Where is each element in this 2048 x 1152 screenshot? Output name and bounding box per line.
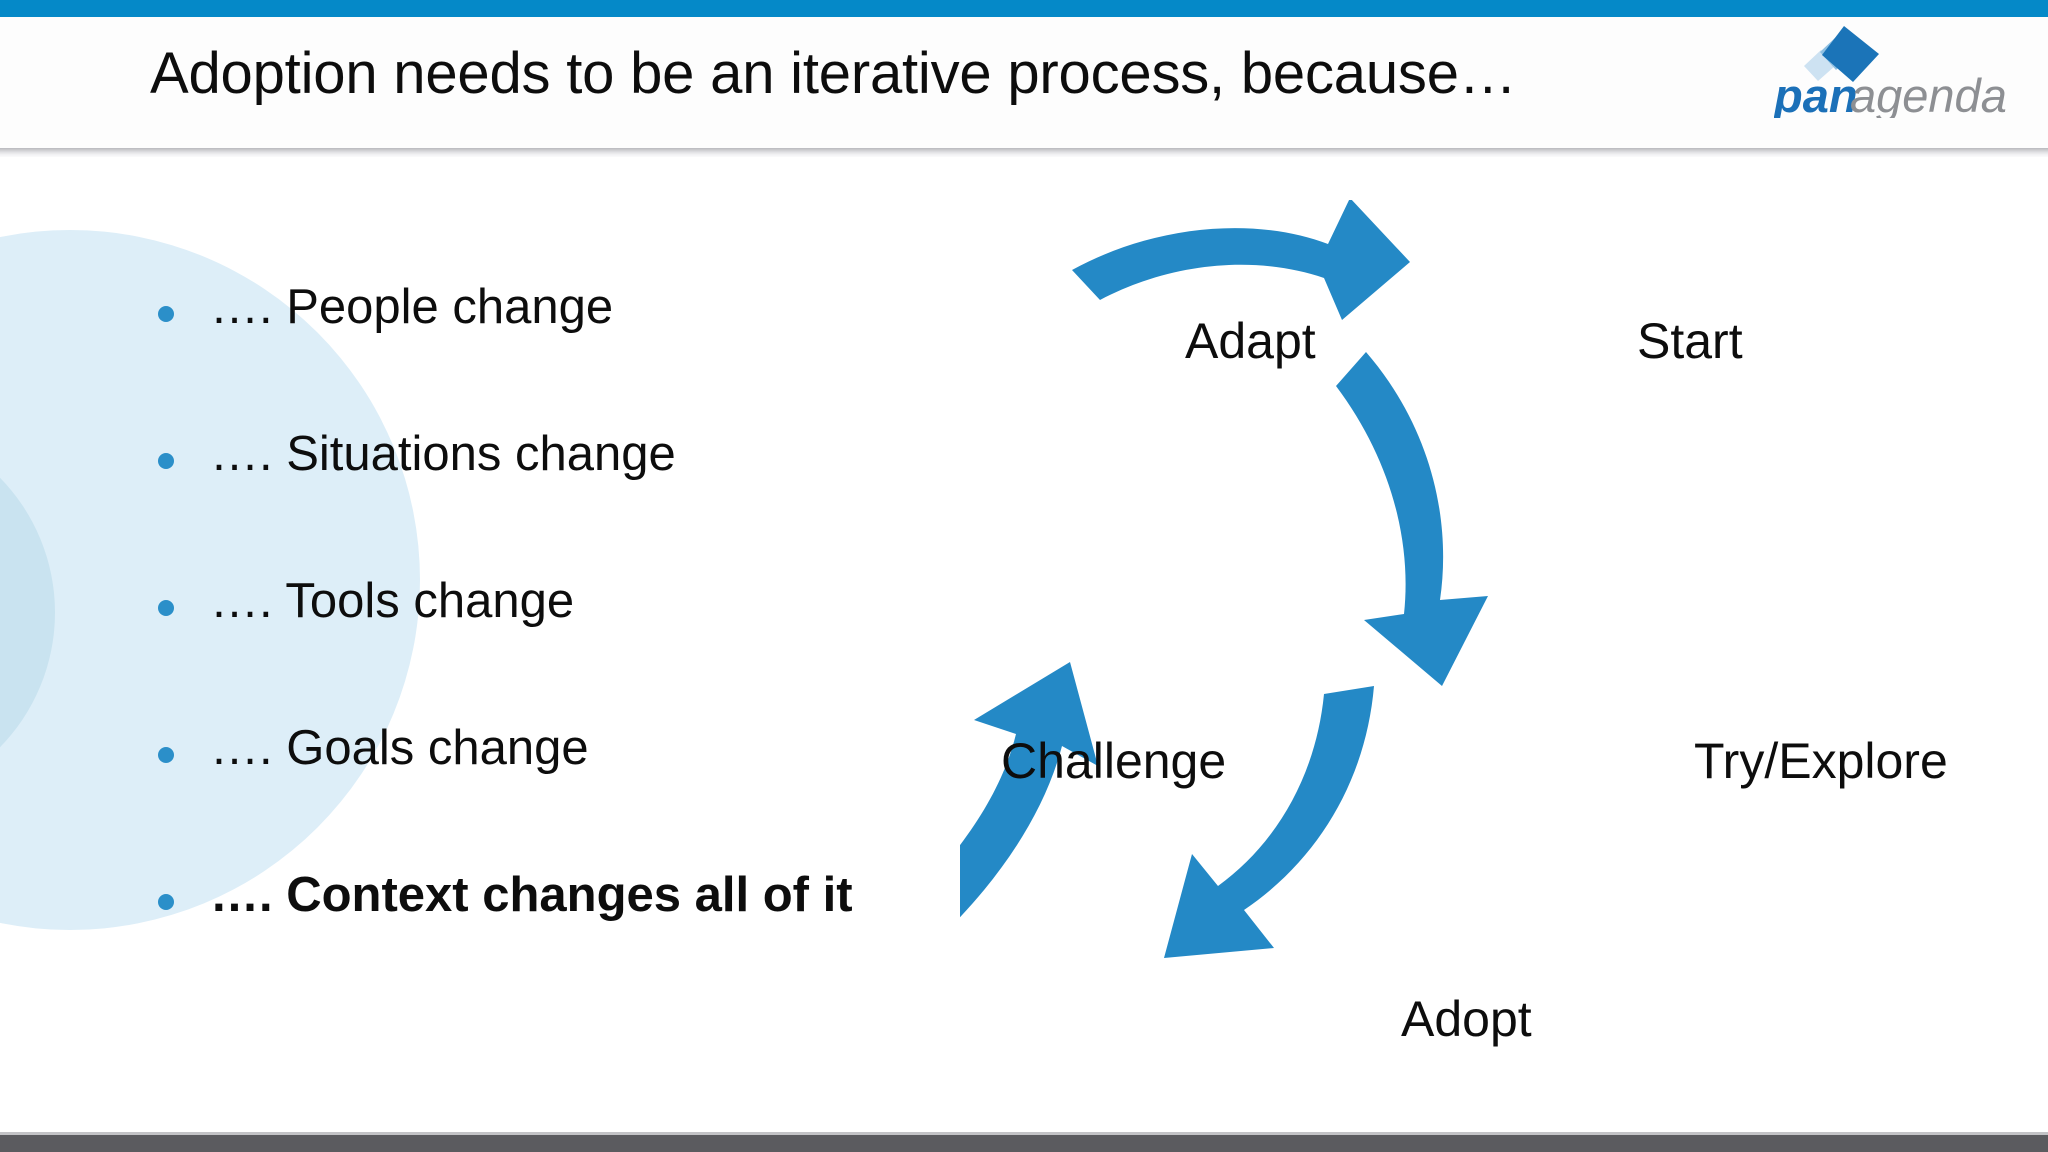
cycle-label-adopt: Adopt: [1401, 991, 1532, 1047]
list-item-label: …. Tools change: [210, 574, 575, 628]
bullet-list: …. People change …. Situations change ….…: [150, 268, 970, 1003]
header-divider: [0, 148, 2048, 157]
list-item: …. Context changes all of it: [150, 856, 970, 1003]
bullet-dot-icon: [158, 453, 174, 469]
bullet-dot-icon: [158, 894, 174, 910]
logo-text-pan: pan: [1774, 69, 1858, 118]
bullet-dot-icon: [158, 600, 174, 616]
footer-bar: [0, 1132, 2048, 1152]
list-item: …. Goals change: [150, 709, 970, 856]
list-item: …. Tools change: [150, 562, 970, 709]
page-title: Adoption needs to be an iterative proces…: [150, 41, 1517, 106]
list-item: …. Situations change: [150, 415, 970, 562]
logo-text-agenda: agenda: [1850, 69, 2007, 118]
list-item-label: …. Context changes all of it: [210, 868, 853, 922]
cycle-label-adapt: Adapt: [1185, 313, 1316, 369]
logo-mark-icon: [1804, 26, 1879, 82]
list-item: …. People change: [150, 268, 970, 415]
slide-header: [0, 17, 2048, 148]
bullet-dot-icon: [158, 306, 174, 322]
arrow-adapt-to-start-icon: [1072, 200, 1410, 320]
top-accent-band: [0, 0, 2048, 17]
iterative-cycle-diagram: [960, 200, 2020, 1100]
cycle-label-challenge: Challenge: [1001, 733, 1227, 789]
arrow-start-to-try-icon: [1336, 352, 1488, 686]
arrow-try-to-adopt-icon: [1164, 686, 1374, 958]
cycle-label-try-explore: Try/Explore: [1694, 733, 1948, 789]
list-item-label: …. People change: [210, 280, 614, 334]
list-item-label: …. Situations change: [210, 427, 676, 481]
cycle-label-start: Start: [1637, 313, 1743, 369]
bullet-dot-icon: [158, 747, 174, 763]
list-item-label: …. Goals change: [210, 721, 589, 775]
panagenda-logo: pan agenda: [1774, 22, 2026, 118]
arrow-adopt-to-challenge-icon: [960, 662, 1098, 918]
